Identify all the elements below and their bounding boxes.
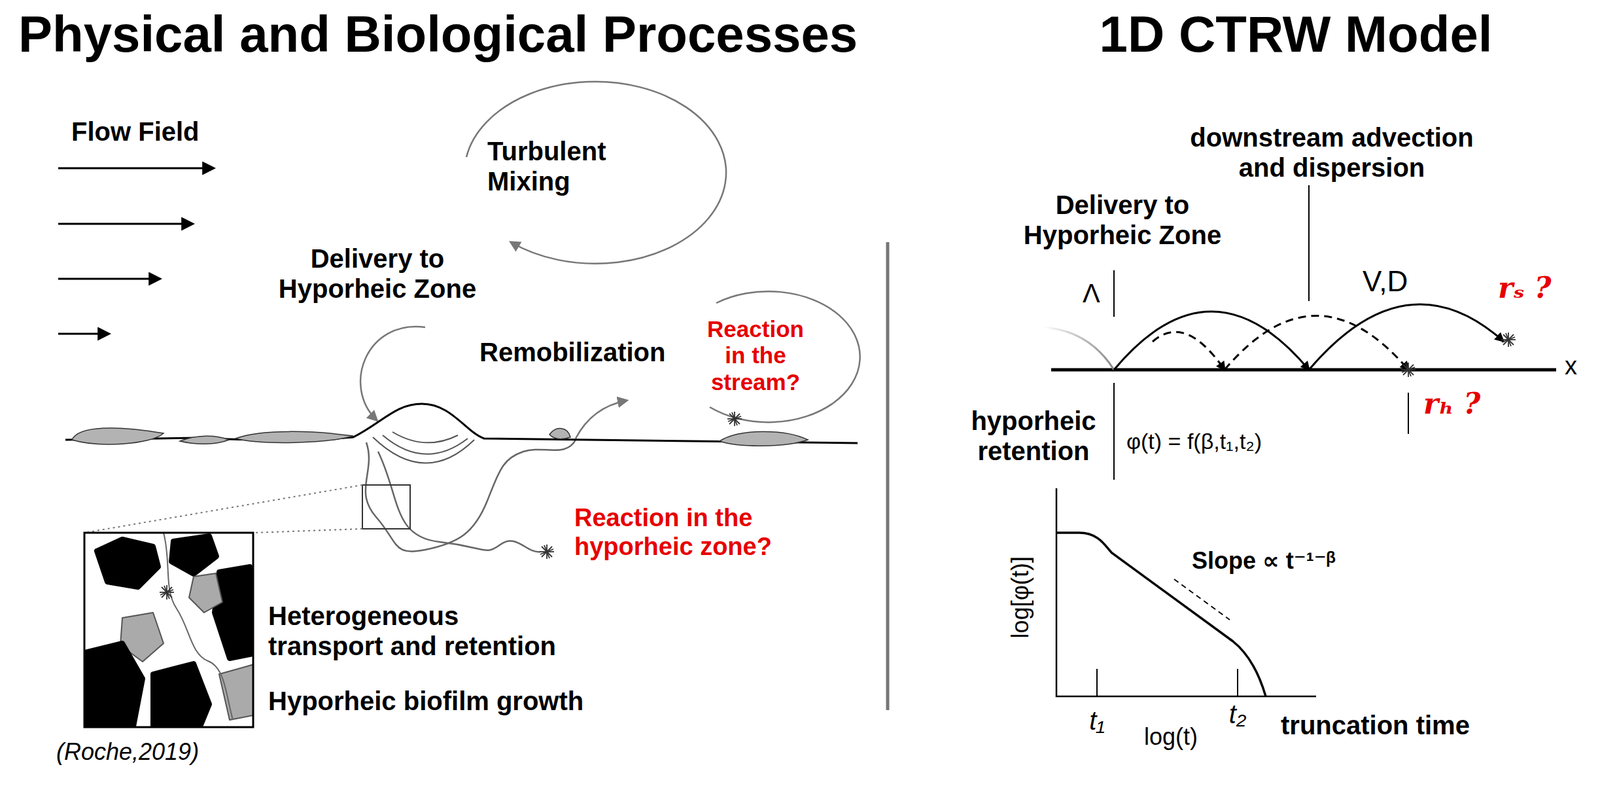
plot-axes xyxy=(1056,487,1317,696)
process-label: Heterogeneous transport and retention xyxy=(268,600,570,661)
jump-arc xyxy=(1224,315,1409,371)
flow-arrow xyxy=(58,332,109,335)
axis-symbol: x xyxy=(1564,351,1578,381)
jump-arc xyxy=(1152,331,1225,370)
jump-arc xyxy=(1113,311,1309,370)
panel-title: Physical and Biological Processes xyxy=(18,5,858,65)
reaction-star xyxy=(1501,332,1516,347)
hyporheic-flowline xyxy=(382,434,468,454)
flow-arrow xyxy=(58,223,193,226)
model-label: hyporheic retention xyxy=(955,405,1113,466)
sediment-grain xyxy=(153,663,210,727)
zoom-leader xyxy=(253,528,363,533)
biofilm-patch xyxy=(219,663,254,720)
biofilm-patch xyxy=(71,427,164,445)
hyporheic-path xyxy=(378,451,541,552)
panel-title: 1D CTRW Model xyxy=(1099,5,1493,65)
leader-line xyxy=(1113,382,1115,480)
biofilm-patch xyxy=(179,435,229,444)
biofilm-patch xyxy=(719,431,808,446)
model-label: downstream advection and dispersion xyxy=(1176,122,1488,183)
leader-line xyxy=(1113,270,1115,317)
zoom-leader xyxy=(84,484,363,533)
jump-arc xyxy=(1308,304,1504,370)
panel-divider xyxy=(886,242,890,710)
flow-arrow xyxy=(58,167,214,170)
reaction-star xyxy=(539,544,555,559)
leader-line xyxy=(1407,392,1409,434)
flow-arrow xyxy=(58,278,160,280)
hyporheic-flowline xyxy=(372,436,475,464)
rate-symbol: rₕ ? xyxy=(1423,387,1481,421)
delivery-arrow xyxy=(360,326,426,420)
process-label: Remobilization xyxy=(479,336,666,367)
eddy-arrow xyxy=(466,81,727,264)
tick-label: t₁ xyxy=(1089,705,1105,736)
jump-arc xyxy=(1043,327,1114,370)
citation: (Roche,2019) xyxy=(56,737,199,765)
rate-symbol: rₛ ? xyxy=(1497,271,1552,305)
biofilm-patch xyxy=(235,431,354,443)
axis-tick xyxy=(1096,668,1098,696)
model-label: Delivery to Hyporheic Zone xyxy=(1011,189,1234,250)
parameter-symbol: V,D xyxy=(1362,264,1408,299)
formula: φ(t) = f(β,t₁,t₂) xyxy=(1126,428,1262,454)
process-label: Hyporheic biofilm growth xyxy=(268,685,584,716)
process-label: Delivery to Hyporheic Zone xyxy=(266,243,489,304)
reaction-question: Reaction in the stream? xyxy=(699,315,812,396)
parameter-symbol: Λ xyxy=(1082,278,1101,309)
reaction-star xyxy=(1401,362,1416,377)
slope-guide xyxy=(1174,578,1230,620)
reaction-star xyxy=(727,411,742,426)
tick-label: t₂ xyxy=(1229,698,1247,729)
x-axis xyxy=(1051,368,1557,372)
reaction-star xyxy=(159,584,174,600)
reaction-question: Reaction in the hyporheic zone? xyxy=(574,503,797,561)
hyporheic-path xyxy=(365,439,576,552)
axis-label: truncation time xyxy=(1280,709,1470,740)
sediment-grain xyxy=(96,539,159,587)
inset-frame xyxy=(84,532,254,727)
axis-label: log(t) xyxy=(1144,722,1198,750)
zoom-square xyxy=(362,484,411,529)
leader-line xyxy=(1308,185,1310,301)
process-label: Flow Field xyxy=(71,116,200,147)
axis-label: log[φ(t)] xyxy=(1006,556,1034,638)
hyporheic-flowline xyxy=(392,431,458,443)
biofilm-patch xyxy=(549,428,571,439)
remobilization-arrow xyxy=(575,400,627,439)
axis-tick xyxy=(1236,668,1239,696)
sediment-grain xyxy=(214,566,254,659)
pore-flowpath xyxy=(163,532,233,720)
slope-label: Slope ∝ t⁻¹⁻ᵝ xyxy=(1191,546,1336,574)
sediment-grain xyxy=(171,535,217,574)
process-label: Turbulent Mixing xyxy=(487,136,645,197)
sediment-grain xyxy=(84,643,143,727)
biofilm-patch xyxy=(189,573,223,613)
